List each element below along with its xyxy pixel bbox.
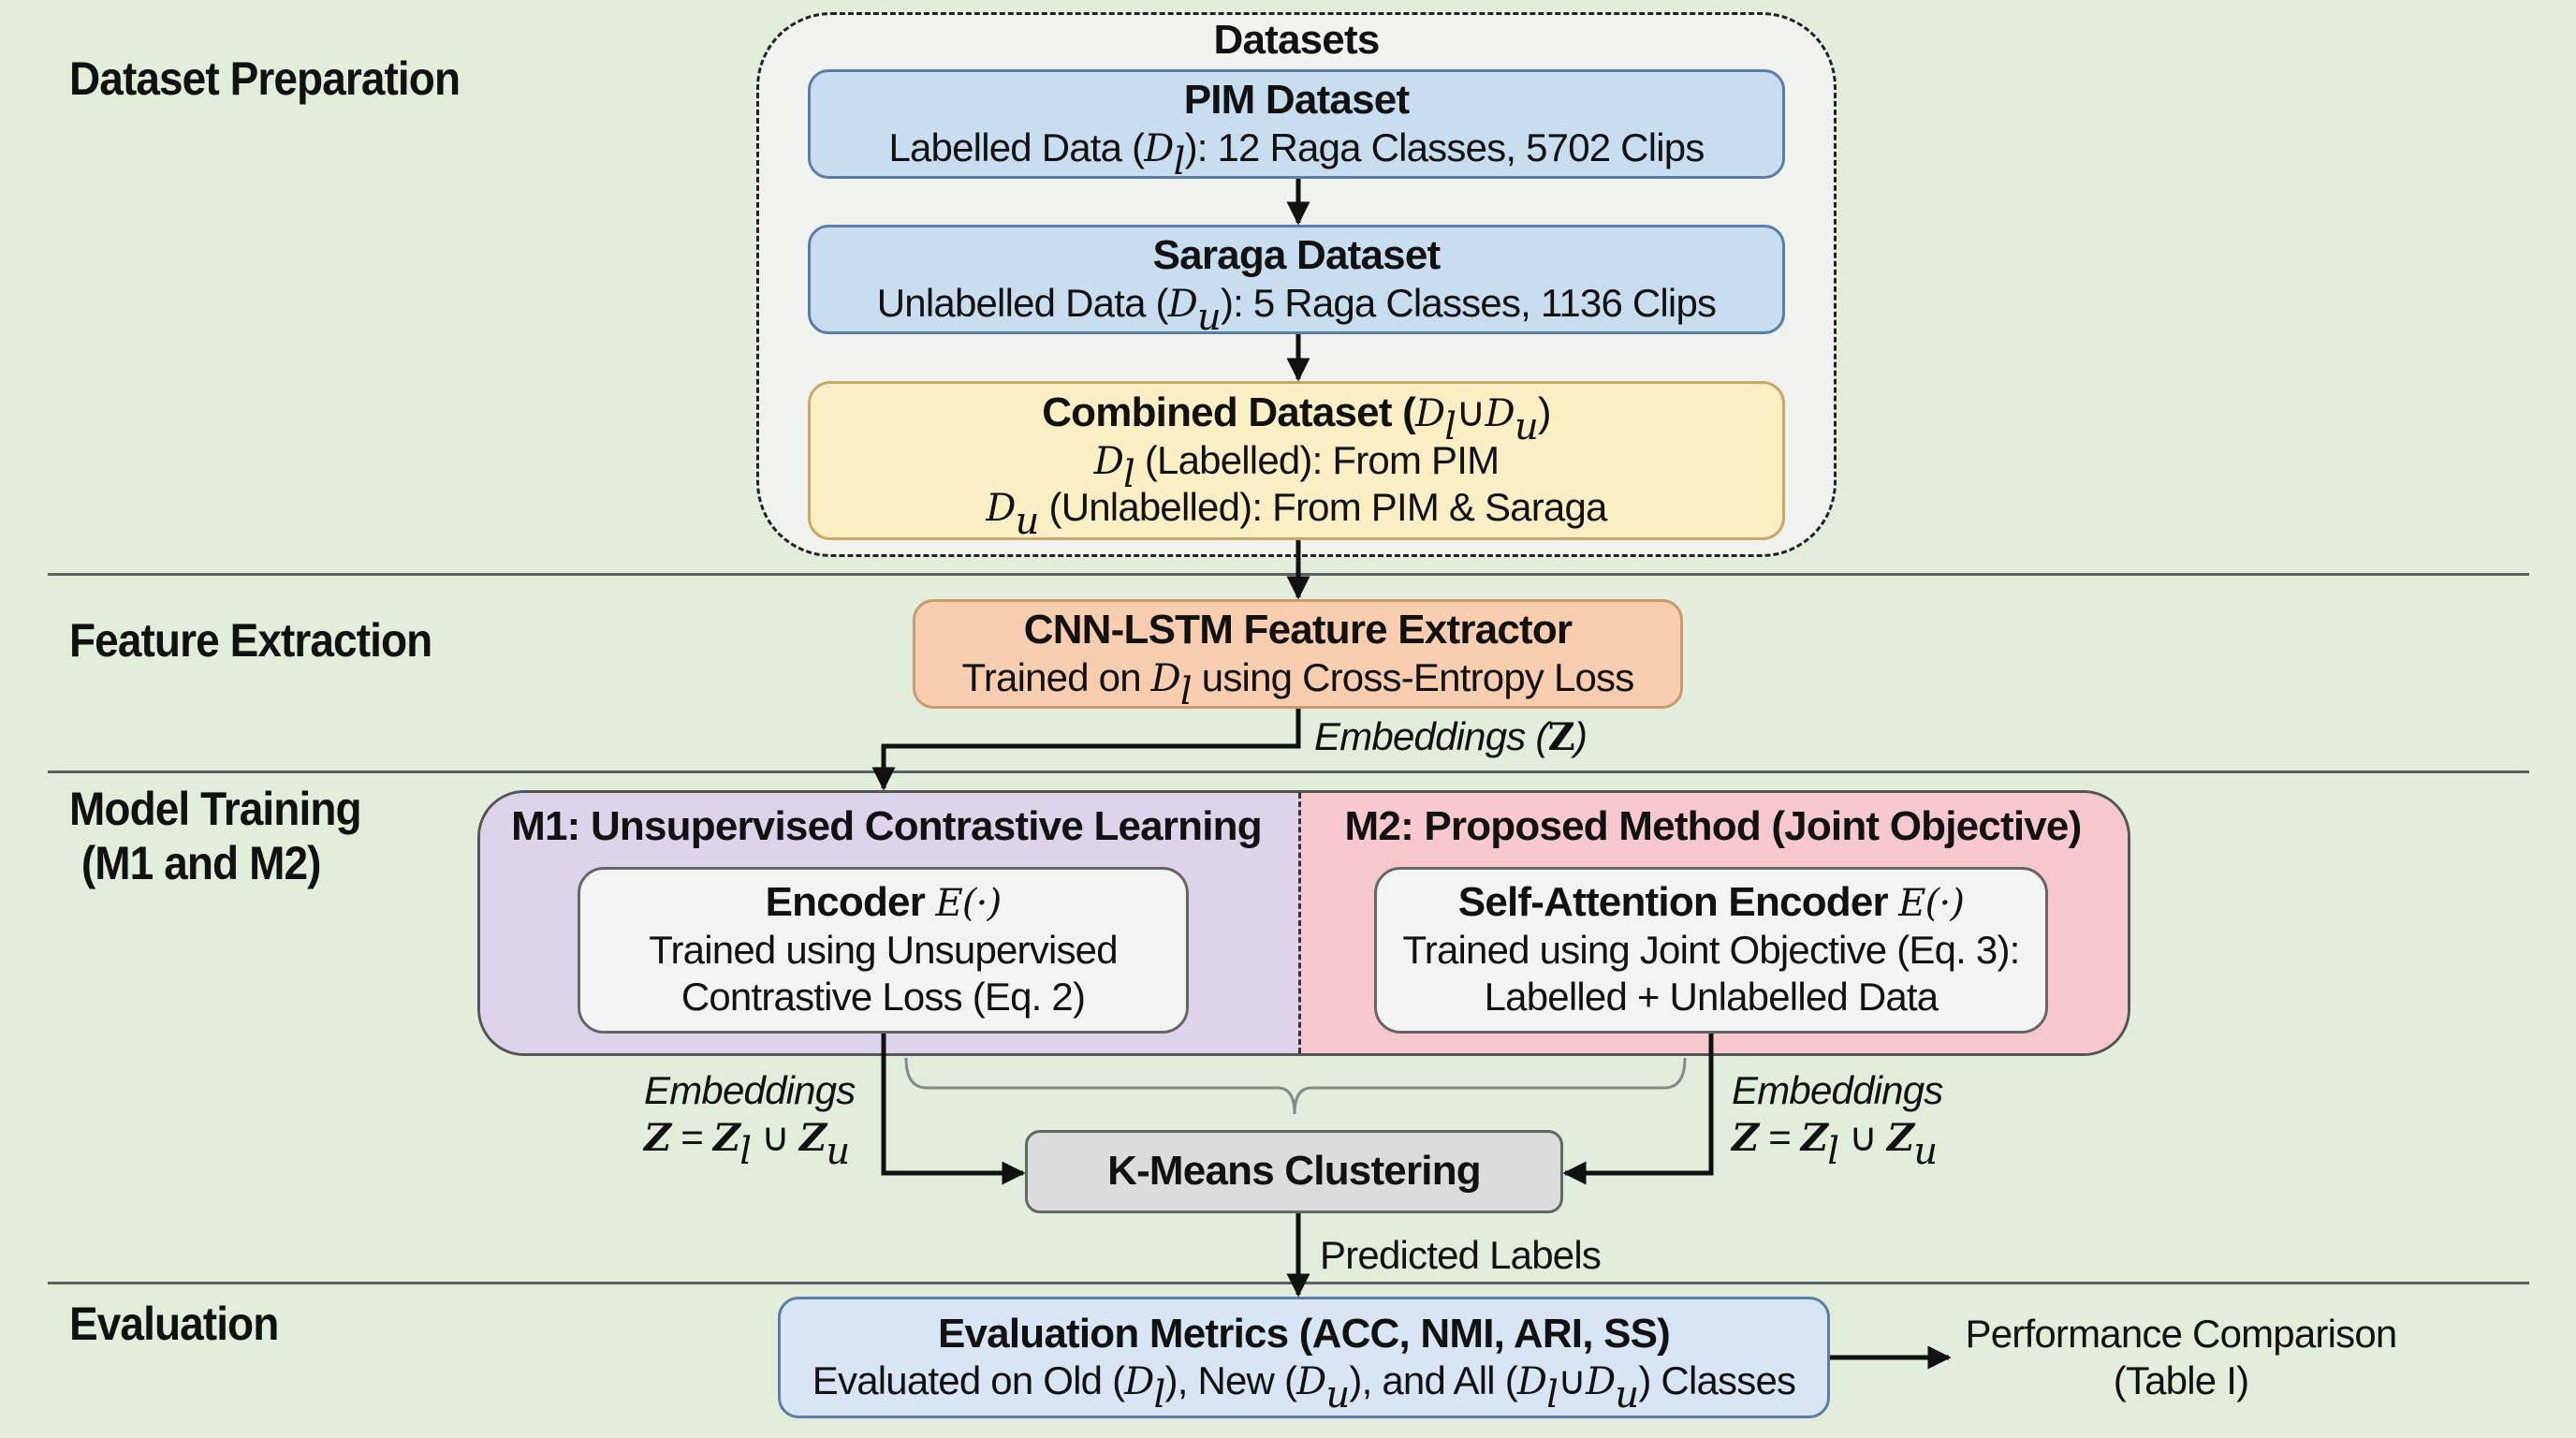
stage-label-evaluation: Evaluation bbox=[69, 1298, 279, 1350]
kmeans-title: K-Means Clustering bbox=[1107, 1148, 1482, 1195]
stage-label-model-training-line2: (M1 and M2) bbox=[80, 836, 322, 889]
arrow-m1-to-kmeans bbox=[881, 1034, 1026, 1185]
m2-encoder-title: Self-Attention Encoder E(·) bbox=[1457, 879, 1965, 926]
m1-embeddings-label: Embeddings Z = Zl ∪ Zu bbox=[644, 1067, 856, 1174]
m2-embeddings-text: Embeddings bbox=[1732, 1068, 1943, 1112]
combined-dataset-box: Combined Dataset (Dl∪Du) Dl (Labelled): … bbox=[808, 381, 1785, 540]
stage-label-feature-extraction: Feature Extraction bbox=[69, 614, 432, 667]
stage-label-model-training: Model Training (M1 and M2) bbox=[69, 783, 362, 890]
m1-embeddings-equation: Z = Zl ∪ Zu bbox=[644, 1115, 850, 1174]
kmeans-box: K-Means Clustering bbox=[1025, 1130, 1563, 1213]
saraga-dataset-desc: Unlabelled Data (Du): 5 Raga Classes, 11… bbox=[876, 280, 1717, 339]
feature-embeddings-label: Embeddings (Z) bbox=[1314, 714, 1588, 759]
stage-label-dataset-preparation: Dataset Preparation bbox=[69, 52, 461, 105]
m1-header: M1: Unsupervised Contrastive Learning bbox=[511, 803, 1263, 849]
evaluation-title: Evaluation Metrics (ACC, NMI, ARI, SS) bbox=[937, 1310, 1671, 1357]
performance-comparison-line2: (Table I) bbox=[2113, 1358, 2249, 1403]
datasets-group-title: Datasets bbox=[1213, 17, 1380, 63]
m2-embeddings-equation: Z = Zl ∪ Zu bbox=[1732, 1115, 1938, 1174]
stage-separator bbox=[48, 770, 2529, 773]
m1-encoder-title: Encoder E(·) bbox=[765, 879, 1003, 926]
combined-dataset-unlabelled: Du (Unlabelled): From PIM & Saraga bbox=[986, 485, 1607, 544]
feature-extractor-desc: Trained on Dl using Cross-Entropy Loss bbox=[961, 654, 1635, 713]
combined-dataset-labelled: Dl (Labelled): From PIM bbox=[1093, 437, 1500, 496]
embeddings-brace bbox=[904, 1057, 1687, 1115]
arrow-m2-to-kmeans bbox=[1562, 1034, 1714, 1185]
evaluation-box: Evaluation Metrics (ACC, NMI, ARI, SS) E… bbox=[778, 1297, 1830, 1418]
m1-embeddings-text: Embeddings bbox=[644, 1068, 856, 1112]
m2-encoder-line1: Trained using Joint Objective (Eq. 3): bbox=[1402, 927, 2020, 972]
m2-header: M2: Proposed Method (Joint Objective) bbox=[1344, 803, 2083, 849]
pim-dataset-box: PIM Dataset Labelled Data (Dl): 12 Raga … bbox=[808, 69, 1785, 183]
stage-separator bbox=[48, 573, 2529, 576]
m1-encoder-box: Encoder E(·) Trained using Unsupervised … bbox=[578, 867, 1189, 1034]
arrow-feature-extractor-to-model-training bbox=[871, 709, 1301, 791]
saraga-dataset-title: Saraga Dataset bbox=[1152, 232, 1442, 278]
m2-encoder-box: Self-Attention Encoder E(·) Trained usin… bbox=[1374, 867, 2048, 1034]
m2-embeddings-label: Embeddings Z = Zl ∪ Zu bbox=[1732, 1067, 1943, 1174]
performance-comparison-line1: Performance Comparison bbox=[1965, 1312, 2398, 1356]
m1-encoder-line1: Trained using Unsupervised bbox=[649, 927, 1118, 972]
combined-dataset-title: Combined Dataset (Dl∪Du) bbox=[1042, 389, 1551, 449]
feature-extractor-box: CNN-LSTM Feature Extractor Trained on Dl… bbox=[913, 599, 1683, 713]
feature-extractor-title: CNN-LSTM Feature Extractor bbox=[1023, 607, 1573, 653]
pim-dataset-desc: Labelled Data (Dl): 12 Raga Classes, 570… bbox=[888, 125, 1705, 183]
performance-comparison-label: Performance Comparison (Table I) bbox=[1947, 1311, 2415, 1405]
saraga-dataset-box: Saraga Dataset Unlabelled Data (Du): 5 R… bbox=[808, 225, 1785, 339]
pim-dataset-title: PIM Dataset bbox=[1183, 77, 1410, 123]
evaluation-desc: Evaluated on Old (Dl), New (Du), and All… bbox=[812, 1358, 1796, 1417]
predicted-labels-label: Predicted Labels bbox=[1320, 1233, 1602, 1277]
m2-encoder-line2: Labelled + Unlabelled Data bbox=[1484, 975, 1939, 1020]
m1-encoder-line2: Contrastive Loss (Eq. 2) bbox=[681, 975, 1086, 1020]
stage-label-model-training-line1: Model Training bbox=[69, 783, 362, 835]
